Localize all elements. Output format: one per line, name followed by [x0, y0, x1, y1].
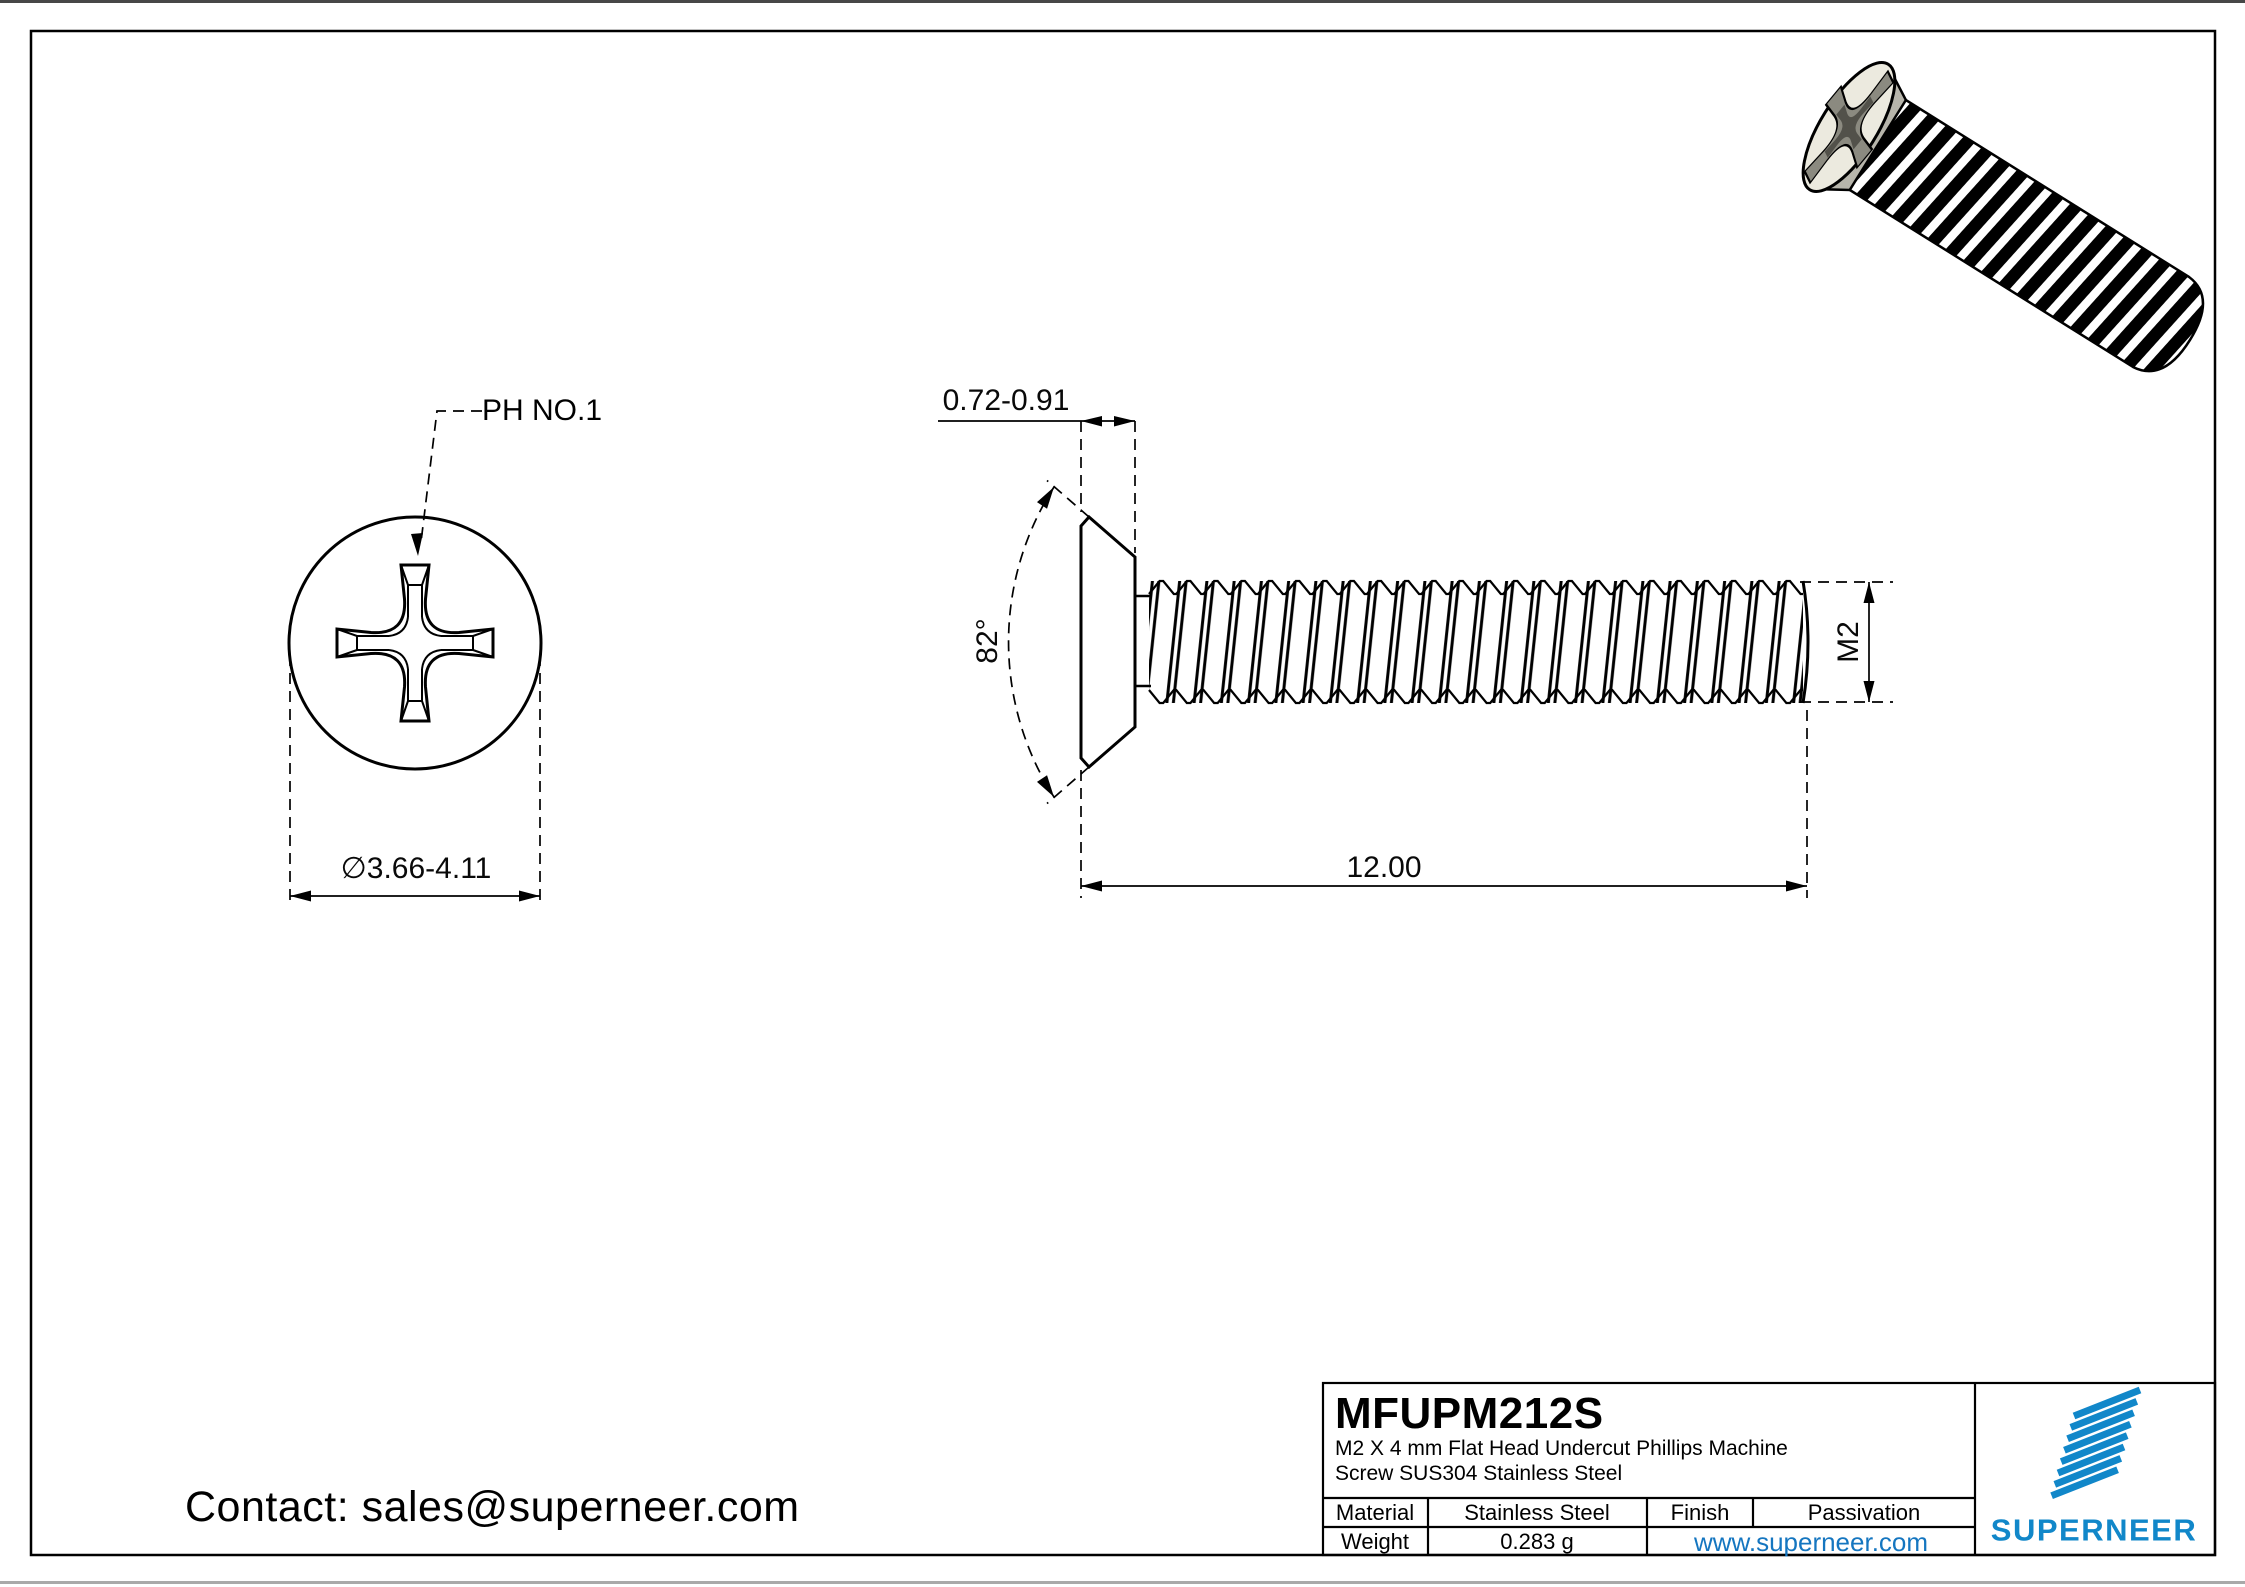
contact-info: Contact: sales@superneer.com: [185, 1483, 800, 1531]
countersink-angle-dimension: [1007, 479, 1090, 805]
border-frame: [29, 29, 2217, 1557]
brand-wordmark: SUPERNEER: [1990, 1512, 2198, 1548]
part-number: MFUPM212S: [1335, 1389, 1604, 1438]
material-value: Stainless Steel: [1464, 1500, 1610, 1525]
head-height-value: 0.72-0.91: [942, 384, 1070, 417]
screw-3d-shank: [1844, 96, 2205, 373]
sheet-bottom-edge: [0, 1581, 2245, 1584]
weight-label: Weight: [1340, 1529, 1410, 1554]
diagonal-stripes-icon: [2050, 1386, 2142, 1500]
website-link[interactable]: www.superneer.com: [1693, 1527, 1929, 1557]
finish-value: Passivation: [1807, 1500, 1921, 1525]
head-diameter-value: ∅3.66-4.11: [340, 852, 492, 885]
material-label: Material: [1335, 1500, 1415, 1525]
threaded-shank: [1148, 579, 1810, 705]
countersink-angle-value: 82°: [971, 618, 1004, 664]
title-block-grid: [1321, 1381, 2217, 1557]
sheet-top-edge: [0, 0, 2245, 3]
drive-type-label: PH NO.1: [482, 394, 603, 427]
weight-value: 0.283 g: [1500, 1529, 1574, 1554]
length-dimension: [1080, 710, 1808, 898]
phillips-recess: [335, 563, 495, 723]
side-view: [938, 416, 1893, 898]
undercut-neck: [1135, 594, 1151, 688]
leader-arrowhead: [411, 533, 423, 556]
head-height-dimension: [938, 416, 1136, 553]
part-description-line1: M2 X 4 mm Flat Head Undercut Phillips Ma…: [1335, 1437, 1788, 1460]
screw-3d-view: [1790, 44, 2205, 373]
finish-label: Finish: [1670, 1500, 1730, 1525]
part-description-line2: Screw SUS304 Stainless Steel: [1335, 1462, 1623, 1485]
thread-size-dimension: [1800, 581, 1893, 703]
front-view: [287, 410, 543, 906]
head-diameter-dimension: [289, 655, 541, 906]
countersunk-head: [1079, 514, 1137, 770]
head-outline-circle: [287, 515, 543, 771]
drive-leader: [411, 410, 482, 556]
thread-size-value: M2: [1832, 621, 1865, 663]
length-value: 12.00: [1346, 851, 1422, 884]
